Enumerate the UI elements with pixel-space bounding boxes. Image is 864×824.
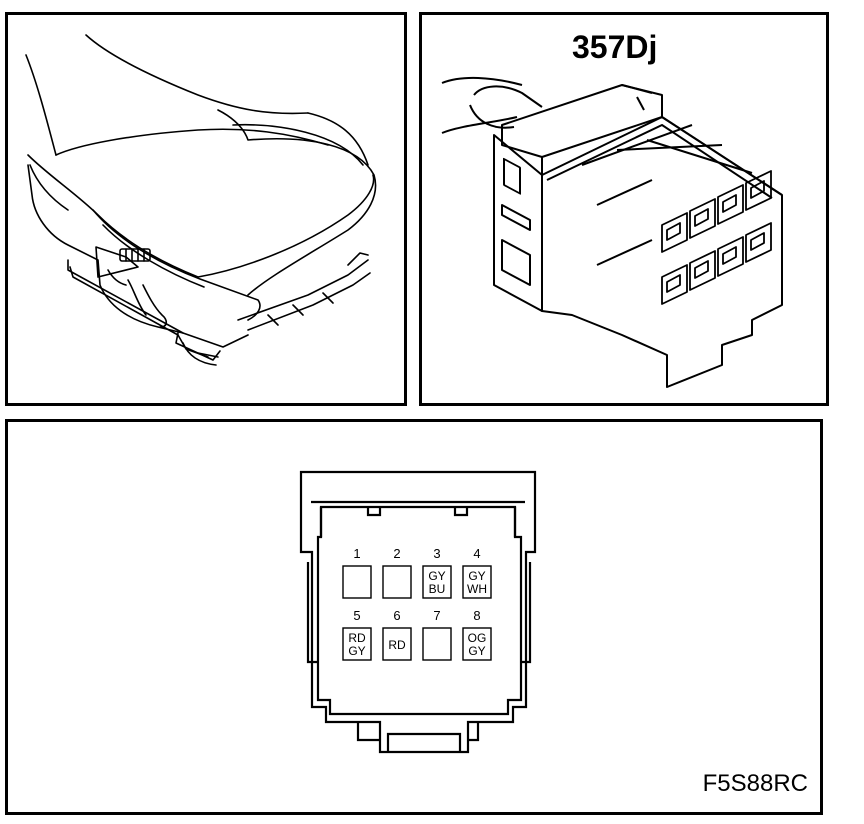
pin-number: 1 — [353, 546, 360, 561]
pin-cavity — [342, 627, 372, 661]
pin-cavity — [462, 627, 492, 661]
seat-illustration — [25, 34, 377, 366]
pin-7: 7 — [422, 608, 452, 661]
pin-number: 2 — [393, 546, 400, 561]
wire-color-label: GY — [468, 644, 485, 658]
connector-3d-drawing — [441, 76, 783, 388]
connector-illustration-panel: 357Dj — [419, 12, 829, 406]
pin-6: 6RD — [382, 608, 412, 661]
pin-number: 3 — [433, 546, 440, 561]
pin-cavity — [422, 565, 452, 599]
pin-number: 8 — [473, 608, 480, 623]
wire-color-label: GY — [468, 569, 485, 583]
wire-color-label: RD — [348, 631, 366, 645]
pin-cavity — [382, 627, 412, 661]
pin-number: 5 — [353, 608, 360, 623]
pin-number: 6 — [393, 608, 400, 623]
connector-id: 357Dj — [572, 29, 658, 65]
pin-2: 2 — [382, 546, 412, 599]
pin-cavity — [382, 565, 412, 599]
wire-color-label: BU — [429, 582, 446, 596]
connector-housing — [299, 470, 537, 754]
pin-1: 1 — [342, 546, 372, 599]
wire-color-label: GY — [428, 569, 445, 583]
wire-color-label: WH — [467, 582, 487, 596]
wire-color-label: RD — [388, 638, 406, 652]
pin-number: 7 — [433, 608, 440, 623]
figure-reference-code: F5S88RC — [702, 770, 808, 797]
pin-cavity — [422, 627, 452, 661]
pin-number: 4 — [473, 546, 480, 561]
pin-cavity — [342, 565, 372, 599]
wire-color-label: GY — [348, 644, 365, 658]
pin-cavity — [462, 565, 492, 599]
wire-color-label: OG — [468, 631, 487, 645]
seat-illustration-panel — [5, 12, 407, 406]
